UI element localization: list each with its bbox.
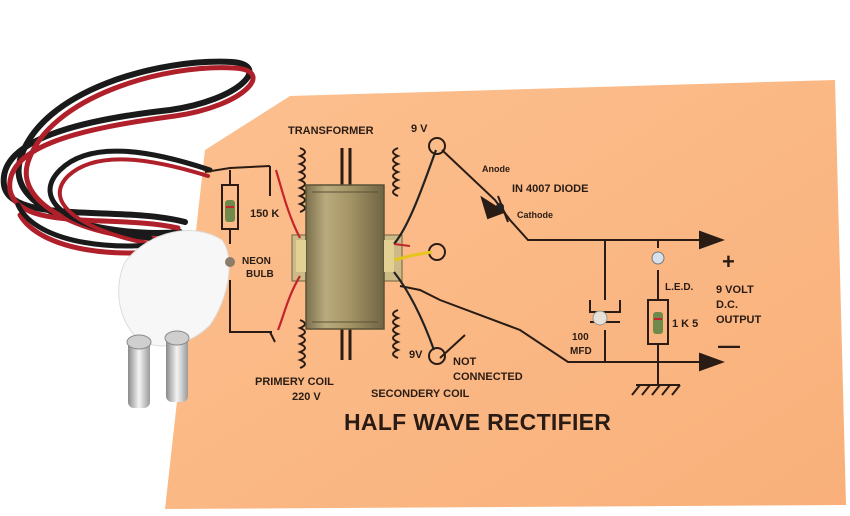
- primary-voltage-label: 220 V: [292, 391, 321, 403]
- minus-sign: —: [718, 333, 740, 358]
- schematic-lines: [204, 137, 725, 396]
- led-resistor-label: 1 K 5: [672, 318, 699, 330]
- mains-plug: [118, 230, 230, 408]
- output-label-line2: D.C.: [716, 299, 738, 311]
- not-connected-line2: CONNECTED: [453, 371, 523, 383]
- transformer: [274, 149, 438, 351]
- bottom-voltage-label: 9V: [409, 349, 423, 361]
- anode-label: Anode: [482, 164, 510, 174]
- components: [225, 200, 665, 334]
- cathode-label: Cathode: [517, 210, 553, 220]
- board-title: HALF WAVE RECTIFIER: [344, 409, 612, 435]
- primary-coil-label: PRIMERY COIL: [255, 376, 334, 388]
- led-label: L.E.D.: [665, 282, 694, 293]
- neon-label-line1: NEON: [242, 256, 271, 267]
- plus-sign: +: [722, 249, 735, 274]
- transformer-label: TRANSFORMER: [288, 125, 374, 137]
- neon-label-line2: BULB: [246, 269, 274, 280]
- not-connected-line1: NOT: [453, 356, 477, 368]
- resistor-value-label: 150 K: [250, 208, 280, 220]
- output-label-line3: OUTPUT: [716, 314, 762, 326]
- power-cable: [0, 58, 256, 256]
- capacitor-unit-label: MFD: [570, 346, 592, 357]
- secondary-coil-label: SECONDERY COIL: [371, 388, 470, 400]
- output-label-line1: 9 VOLT: [716, 284, 754, 296]
- capacitor-value-label: 100: [572, 332, 589, 343]
- diode-label: IN 4007 DIODE: [512, 183, 589, 195]
- top-voltage-label: 9 V: [411, 123, 428, 135]
